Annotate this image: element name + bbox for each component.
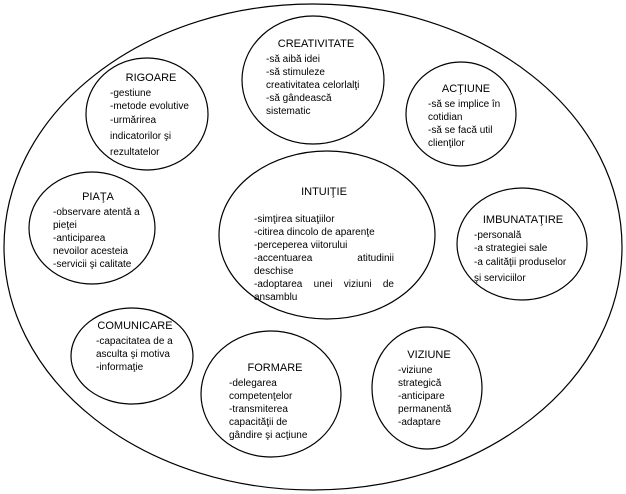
list-item: -simţirea situaţiilor xyxy=(254,214,335,225)
node-comunicare: COMUNICARE -capacitatea de a asculta şi … xyxy=(96,319,174,374)
list-item: -a strategiei sale xyxy=(474,243,548,254)
list-item: -adaptare xyxy=(398,417,441,428)
piata-ellipse xyxy=(28,171,156,285)
list-item: -delegarea competenţelor xyxy=(229,378,293,402)
list-item: -observare atentă a pieţei xyxy=(53,207,140,231)
node-viziune-title: VIZIUNE xyxy=(407,349,451,361)
node-formare-items: -delegarea competenţelor -transmiterea c… xyxy=(229,377,321,442)
list-item: -personală xyxy=(474,230,522,241)
outer-ellipse xyxy=(3,3,623,491)
node-creativitate: CREATIVITATE -să aibă idei -să stimuleze… xyxy=(266,37,366,118)
list-item: -accentuarea atitudinii deschise xyxy=(254,253,394,277)
list-item: -capacitatea de a asculta şi motiva xyxy=(96,336,173,360)
node-piata-title: PIAŢA xyxy=(82,191,114,203)
list-item: -să stimuleze creativitatea celorlalţi xyxy=(266,67,360,91)
node-comunicare-items: -capacitatea de a asculta şi motiva -inf… xyxy=(96,335,174,374)
node-piata-items: -observare atentă a pieţei -anticiparea … xyxy=(53,206,143,271)
node-rigoare-title: RIGOARE xyxy=(125,72,177,84)
creativitate-ellipse xyxy=(241,15,385,145)
node-viziune: VIZIUNE -viziune strategică -anticipare … xyxy=(398,348,460,429)
node-formare-title: FORMARE xyxy=(247,362,303,374)
node-viziune-items: -viziune strategică -anticipare permanen… xyxy=(398,364,460,429)
list-item: -perceperea viitorului xyxy=(254,240,348,251)
list-item: -citirea dincolo de aparenţe xyxy=(254,227,375,238)
node-intuitie: INTUIŢIE -simţirea situaţiilor -citirea … xyxy=(254,185,394,304)
list-item: -transmiterea capacităţii de gândire şi … xyxy=(229,404,308,441)
node-comunicare-title: COMUNICARE xyxy=(97,320,173,332)
node-rigoare-items: -gestiune -metode evolutive -urmărirea i… xyxy=(110,87,192,161)
list-item: -adoptarea unei viziuni de ansamblu xyxy=(254,279,394,303)
list-item: -să se implice în cotidian xyxy=(428,99,501,123)
node-formare: FORMARE -delegarea competenţelor -transm… xyxy=(229,361,321,442)
node-rigoare: RIGOARE -gestiune -metode evolutive -urm… xyxy=(110,71,192,161)
node-actiune: ACŢIUNE -să se implice în cotidian -să s… xyxy=(428,82,504,150)
viziune-ellipse xyxy=(371,326,483,450)
list-item: -informaţie xyxy=(96,362,144,373)
list-item: -anticiparea nevoilor acesteia xyxy=(53,233,129,257)
node-actiune-title: ACŢIUNE xyxy=(441,83,491,95)
list-item: -servicii şi calitate xyxy=(53,259,132,270)
node-piata: PIAŢA -observare atentă a pieţei -antici… xyxy=(53,190,143,271)
imbunatatire-ellipse xyxy=(456,187,588,301)
comunicare-ellipse xyxy=(70,307,194,405)
list-item: -să se facă util clienţilor xyxy=(428,125,493,149)
list-item: -să aibă idei xyxy=(266,54,320,65)
list-item: -metode evolutive xyxy=(110,101,189,112)
list-item: -urmărirea indicatorilor şi rezultatelor xyxy=(110,115,172,158)
list-item: -să gândească sistematic xyxy=(266,93,332,117)
node-actiune-items: -să se implice în cotidian -să se facă u… xyxy=(428,98,504,150)
node-creativitate-items: -să aibă idei -să stimuleze creativitate… xyxy=(266,53,366,118)
node-imbunatatire: IMBUNATAŢIRE -personală -a strategiei sa… xyxy=(474,213,572,287)
node-intuitie-title: INTUIŢIE xyxy=(301,186,347,198)
actiune-ellipse xyxy=(405,61,517,167)
rigoare-ellipse xyxy=(85,57,209,171)
list-item: -viziune strategică xyxy=(398,365,442,389)
intuitie-ellipse xyxy=(218,150,436,320)
list-item: -a calităţii produselor şi serviciilor xyxy=(474,257,567,284)
node-intuitie-items: -simţirea situaţiilor -citirea dincolo d… xyxy=(254,213,394,304)
list-item: -anticipare permanentă xyxy=(398,391,452,415)
list-item: -gestiune xyxy=(110,88,152,99)
formare-ellipse xyxy=(200,330,342,458)
node-imbunatatire-items: -personală -a strategiei sale -a calităţ… xyxy=(474,229,572,287)
node-creativitate-title: CREATIVITATE xyxy=(277,38,355,50)
node-imbunatatire-title: IMBUNATAŢIRE xyxy=(482,214,564,226)
